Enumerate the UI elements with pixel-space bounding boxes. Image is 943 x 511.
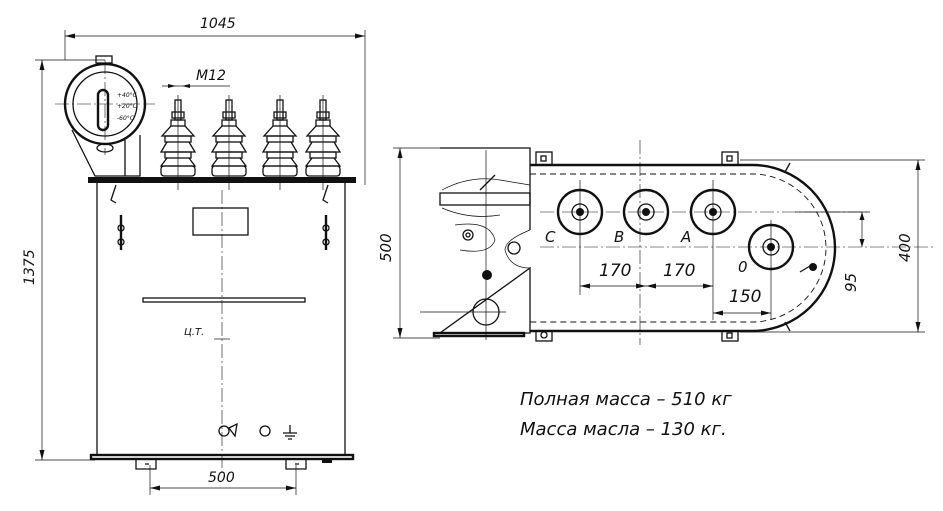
bushing — [211, 94, 247, 191]
height-dimension: 1375 — [22, 59, 105, 461]
front-view: 1045 1375 +40°C +20°C -60°C — [22, 16, 366, 495]
width-dimension: 1045 — [64, 16, 366, 185]
cable-box — [420, 147, 531, 340]
center-of-gravity-label: Ц.Т. — [184, 327, 204, 338]
spacing-label-1: 170 — [599, 261, 631, 281]
depth-dimension: 500 — [377, 147, 440, 339]
spacing-label-2: 170 — [663, 261, 695, 281]
phase-label-0: 0 — [738, 258, 748, 276]
inner-dim-label: 400 — [896, 233, 914, 262]
total-mass-note: Полная масса – 510 кг — [520, 389, 732, 410]
oil-level-gauge: +40°C +20°C -60°C — [55, 55, 155, 177]
lug — [721, 330, 739, 342]
gauge-mark-mid: +20°C — [117, 103, 138, 110]
lug — [535, 151, 553, 166]
phase-label-a: A — [680, 228, 691, 246]
height-dim-label: 1375 — [22, 249, 38, 285]
bushing — [160, 94, 196, 191]
gauge-mark-high: +40°C — [117, 92, 138, 99]
bolt-dimension: M12 — [162, 68, 230, 88]
lug — [721, 151, 739, 166]
tank-body: Ц.Т. — [89, 183, 355, 475]
bushing-top — [622, 188, 670, 236]
oval-tank — [530, 140, 935, 345]
base-dim-label: 500 — [208, 470, 235, 486]
inner-dimension: 400 — [740, 159, 925, 333]
phase-label-b: B — [614, 228, 624, 246]
top-view: 500 400 — [377, 140, 935, 345]
bushing — [305, 94, 341, 191]
phase-label-c: C — [545, 228, 556, 246]
tank-cover — [88, 177, 356, 183]
gauge-mark-low: -60°C — [117, 115, 135, 122]
oil-mass-note: Масса масла – 130 кг. — [520, 419, 727, 440]
spacing-dimensions: 170 170 150 95 — [580, 211, 870, 316]
depth-dim-label: 500 — [377, 233, 395, 262]
lug — [535, 330, 553, 342]
base-dimension: 500 — [149, 465, 297, 495]
offset-label: 150 — [729, 287, 761, 307]
vertical-offset-label: 95 — [842, 273, 860, 292]
bushings — [160, 94, 341, 191]
bolt-label: M12 — [196, 68, 226, 84]
bushing — [262, 94, 298, 191]
width-dim-label: 1045 — [200, 16, 236, 32]
